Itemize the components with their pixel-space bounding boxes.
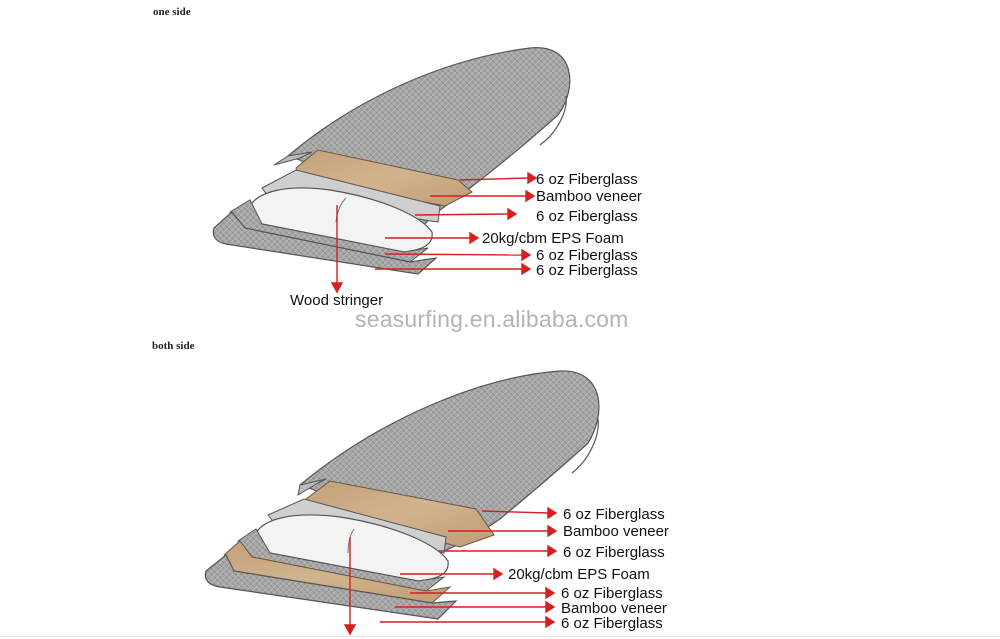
section-title-both-side: both side [152,340,195,352]
both-side-layer-diagram: 6 oz Fiberglass Bamboo veneer 6 oz Fiber… [204,370,669,636]
label-one-side-6oz-fiberglass-2: 6 oz Fiberglass [536,208,638,225]
label-one-side-6oz-fiberglass-3: 6 oz Fiberglass [536,247,638,264]
one-side-layer-diagram: 6 oz Fiberglass Bamboo veneer 6 oz Fiber… [212,47,642,309]
label-one-side-eps-foam: 20kg/cbm EPS Foam [482,230,624,247]
bottom-divider [0,636,1000,637]
label-both-side-6oz-fiberglass-3: 6 oz Fiberglass [561,585,663,602]
bottom-fiberglass-layer-2 [212,211,438,275]
label-both-side-bamboo-veneer-2: Bamboo veneer [561,600,667,617]
label-both-side-6oz-fiberglass-4: 6 oz Fiberglass [561,615,663,632]
label-one-side-bamboo-veneer: Bamboo veneer [536,188,642,205]
label-both-side-bamboo-veneer-1: Bamboo veneer [563,523,669,540]
label-both-side-6oz-fiberglass-2: 6 oz Fiberglass [563,544,665,561]
label-one-side-6oz-fiberglass-1: 6 oz Fiberglass [536,171,638,188]
label-both-side-6oz-fiberglass-1: 6 oz Fiberglass [563,506,665,523]
label-one-side-6oz-fiberglass-4: 6 oz Fiberglass [536,262,638,279]
label-both-side-eps-foam: 20kg/cbm EPS Foam [508,566,650,583]
bottom-fiberglass-layer-2 [204,554,458,620]
section-title-one-side: one side [153,6,191,18]
label-wood-stringer: Wood stringer [290,292,383,309]
watermark: seasurfing.en.alibaba.com [355,306,629,332]
